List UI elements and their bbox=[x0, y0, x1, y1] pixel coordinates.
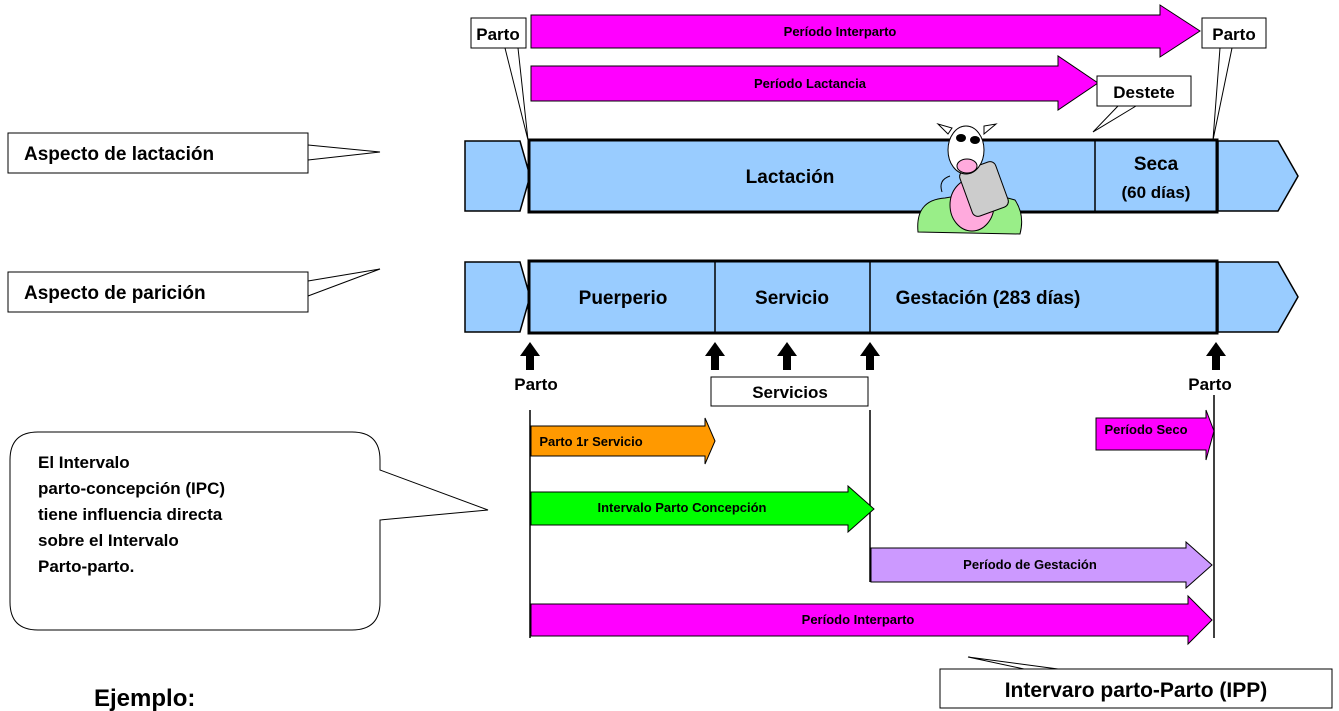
parition-bar bbox=[527, 259, 1219, 335]
ipc-note-line-5: Parto-parto. bbox=[38, 557, 134, 576]
destete-pointer bbox=[1092, 105, 1137, 133]
gestacion-arrow bbox=[870, 540, 1213, 590]
periodo-seco-arrow bbox=[1095, 409, 1215, 461]
aspecto-paricion-pointer bbox=[307, 268, 381, 297]
interparto-top-label: Período Interparto bbox=[784, 24, 897, 39]
puerperio-label: Puerperio bbox=[579, 288, 668, 309]
parto-left-pointer bbox=[504, 47, 529, 141]
ipc-arrow-label: Intervalo Parto Concepción bbox=[597, 500, 766, 515]
parto-right-top-label: Parto bbox=[1212, 25, 1255, 44]
parto-left-marker-label: Parto bbox=[514, 375, 557, 394]
destete-callout bbox=[1096, 75, 1192, 107]
ipc-speech-bubble bbox=[9, 431, 489, 631]
cow-milk-can-illustration bbox=[917, 122, 1023, 235]
aspecto-lactacion-callout bbox=[7, 132, 309, 174]
interparto-top-arrow bbox=[530, 4, 1201, 58]
ejemplo-label: Ejemplo: bbox=[94, 685, 195, 711]
lactation-prev-chevron bbox=[464, 140, 531, 212]
servicio-up-arrow-2 bbox=[777, 342, 797, 370]
parto-left-top-label: Parto bbox=[476, 25, 519, 44]
lactation-next-chevron bbox=[1217, 140, 1299, 212]
parition-prev-chevron bbox=[464, 261, 531, 333]
gestacion-label: Gestación (283 días) bbox=[896, 288, 1081, 309]
parto-right-marker-label: Parto bbox=[1188, 375, 1231, 394]
aspecto-paricion-label: Aspecto de parición bbox=[24, 283, 206, 304]
seca-label: Seca bbox=[1134, 154, 1179, 175]
interparto-bottom-arrow bbox=[530, 594, 1213, 646]
ipp-callout bbox=[939, 668, 1333, 709]
aspecto-paricion-callout bbox=[7, 271, 309, 313]
interparto-bottom-label: Período Interparto bbox=[802, 612, 915, 627]
parto-right-callout bbox=[1201, 17, 1267, 49]
ipc-note-line-1: El Intervalo bbox=[38, 453, 130, 472]
ipc-note-line-4: sobre el Intervalo bbox=[38, 531, 179, 550]
destete-label: Destete bbox=[1113, 83, 1174, 102]
ipp-label: Intervaro parto-Parto (IPP) bbox=[1005, 679, 1268, 702]
aspecto-lactacion-label: Aspecto de lactación bbox=[24, 144, 214, 165]
seca-days-label: (60 días) bbox=[1122, 183, 1191, 202]
lactacion-label: Lactación bbox=[746, 167, 835, 188]
parto-1r-servicio-arrow bbox=[530, 417, 716, 465]
parto-right-pointer bbox=[1212, 47, 1233, 141]
parto-left-callout bbox=[470, 17, 527, 49]
ipc-arrow bbox=[530, 484, 875, 534]
parition-next-chevron bbox=[1217, 261, 1299, 333]
periodo-seco-label: Período Seco bbox=[1104, 422, 1187, 437]
lactation-bar bbox=[527, 138, 1219, 214]
lactancia-arrow bbox=[530, 55, 1099, 111]
ipc-note-line-3: tiene influencia directa bbox=[38, 505, 223, 524]
ipc-note-line-2: parto-concepción (IPC) bbox=[38, 479, 225, 498]
ipp-pointer bbox=[967, 656, 1059, 670]
aspecto-lactacion-pointer bbox=[307, 144, 381, 161]
servicio-up-arrow-3 bbox=[860, 342, 880, 370]
parto-1r-servicio-label: Parto 1r Servicio bbox=[539, 434, 642, 449]
servicios-label: Servicios bbox=[752, 383, 828, 402]
parto-left-up-arrow bbox=[520, 342, 540, 370]
servicios-box bbox=[710, 376, 869, 407]
parto-right-up-arrow bbox=[1206, 342, 1226, 370]
gestacion-arrow-label: Período de Gestación bbox=[963, 557, 1097, 572]
servicio-label: Servicio bbox=[755, 288, 829, 309]
lactancia-label: Período Lactancia bbox=[754, 76, 867, 91]
servicio-up-arrow-1 bbox=[705, 342, 725, 370]
